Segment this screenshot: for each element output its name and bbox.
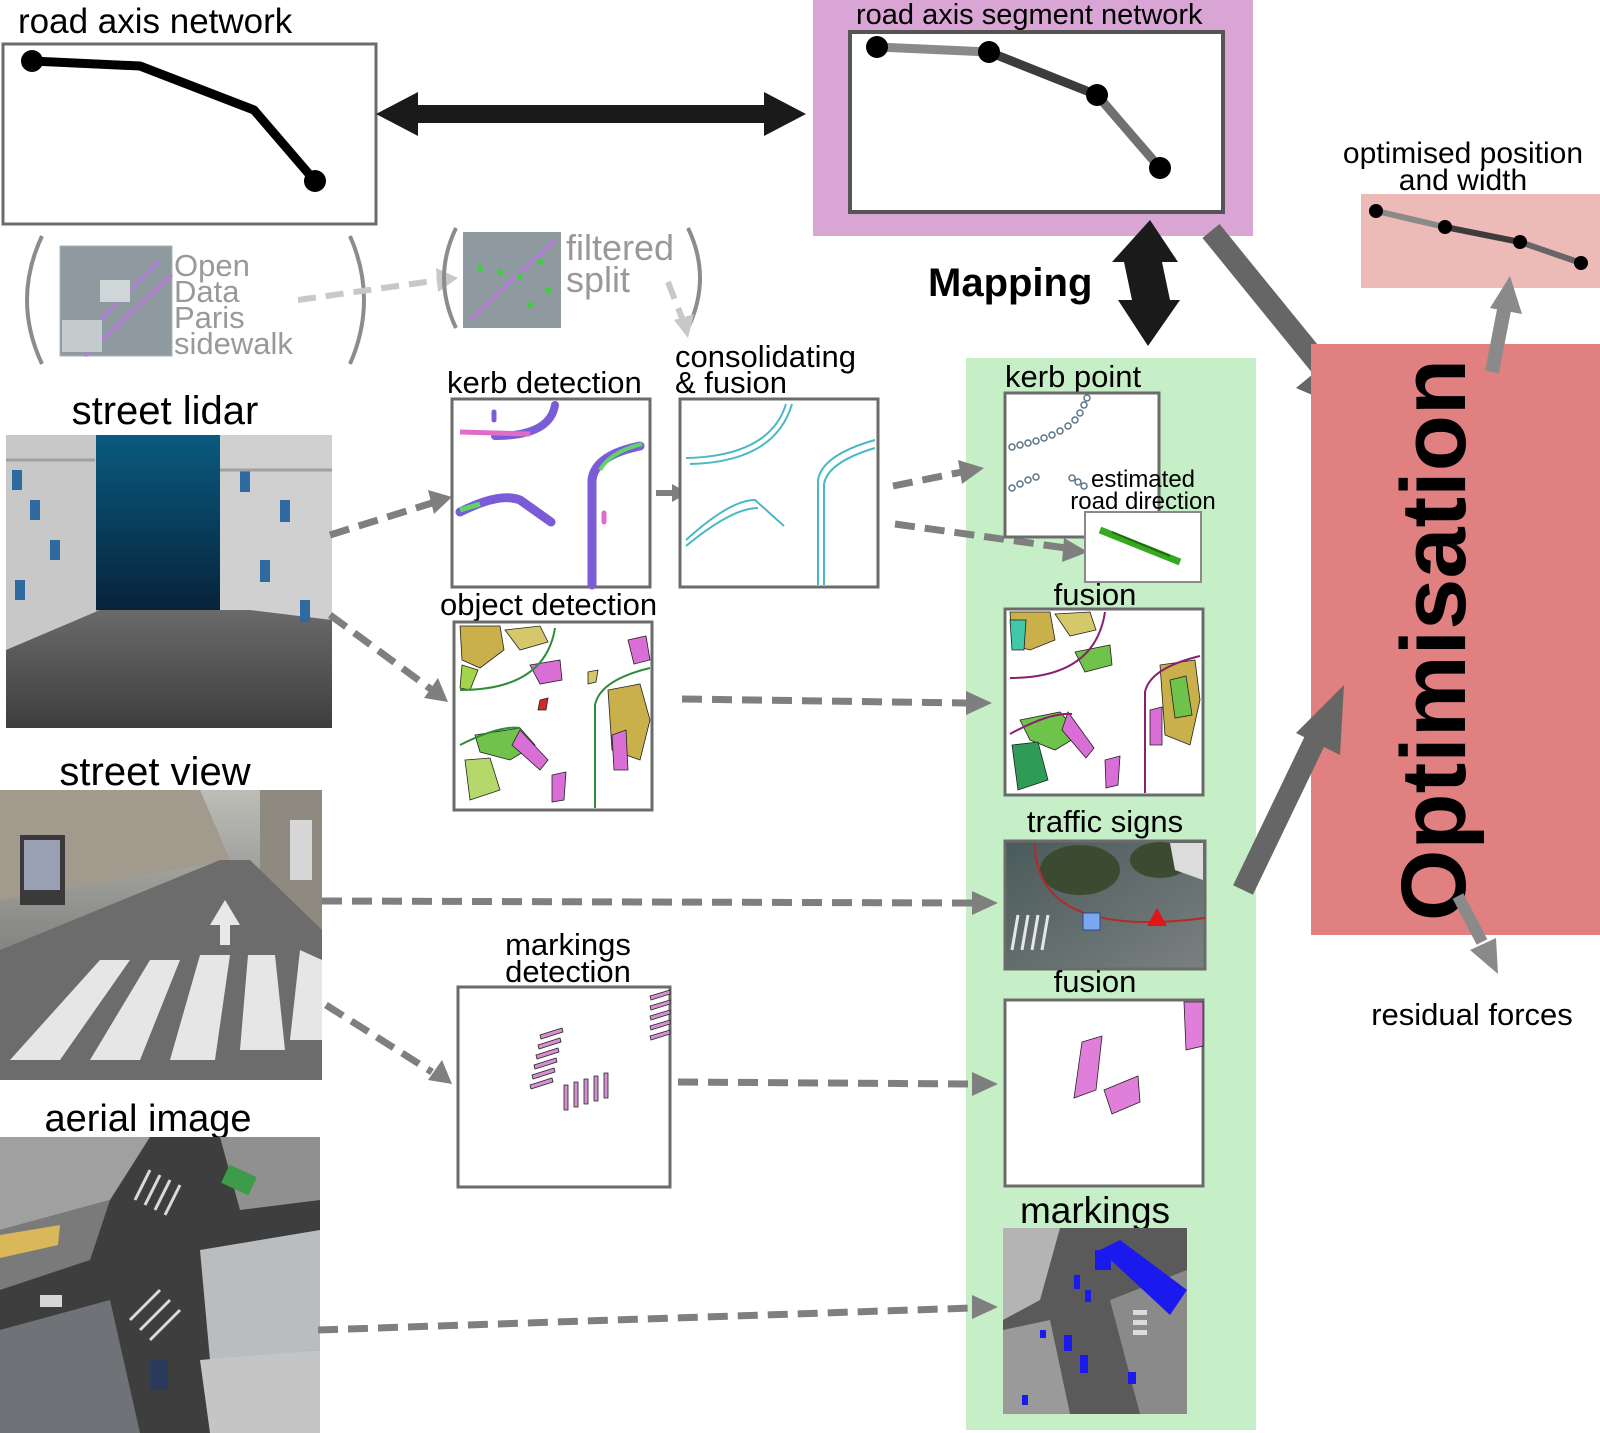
kerb-detection-lines — [455, 401, 645, 590]
arrow-mapping-to-optimisation — [1233, 685, 1344, 895]
road-direction-glyph — [1098, 526, 1182, 566]
traffic-sign-triangle-icon — [1147, 908, 1167, 926]
optimised-polyline — [1369, 204, 1588, 270]
arrow-object-to-fusion — [681, 691, 992, 715]
optimised-label-line2: and width — [1399, 164, 1527, 197]
arrow-consolidating-to-roaddir — [894, 520, 1088, 562]
consolidating-title-line1: consolidating — [675, 339, 856, 374]
markings-title: markings — [1020, 1190, 1170, 1231]
kerb-point-title: kerb point — [1005, 359, 1142, 394]
object-detection-kerbs — [459, 627, 651, 808]
kerb-point-dots — [1008, 394, 1091, 492]
segment-polyline — [866, 36, 1171, 179]
open-data-word-4: sidewalk — [174, 326, 293, 361]
optimisation-title: Optimisation — [1383, 359, 1485, 921]
road-axis-network-panel — [1, 42, 378, 226]
aerial-image-title: aerial image — [45, 1098, 252, 1140]
markings-detection-stripes — [529, 989, 671, 1111]
road-axis-polyline — [21, 50, 326, 192]
open-data-group: Open Data Paris sidewalk — [25, 235, 366, 365]
road-direction-label-line2: road direction — [1070, 488, 1215, 515]
arrow-opendata-to-filtered — [297, 268, 458, 303]
fusion-2-title: fusion — [1054, 964, 1137, 999]
mapping-label: Mapping — [928, 261, 1092, 305]
consolidating-title-line2: & fusion — [675, 365, 787, 400]
arrow-markingsdet-to-fusion — [677, 1072, 998, 1096]
markings-detection-title-line1: markings — [505, 927, 631, 962]
road-axis-network-title: road axis network — [18, 2, 293, 41]
open-data-word-1: Open — [174, 248, 250, 283]
traffic-signs-title: traffic signs — [1027, 804, 1183, 839]
filtered-word-2: split — [566, 259, 630, 300]
kerb-detection-panel — [450, 397, 652, 589]
double-arrow-networks — [376, 92, 806, 136]
optimisation-panel — [1311, 344, 1600, 935]
arrow-lidar-to-object — [327, 612, 448, 702]
traffic-sign-square-icon — [1082, 912, 1101, 931]
fusion-1-kerbs — [1009, 611, 1201, 793]
street-lidar-image — [6, 435, 332, 728]
arrow-filtered-to-consolidating — [665, 280, 694, 338]
consolidated-kerb-lines — [685, 403, 876, 585]
street-view-image — [0, 790, 322, 1080]
optimised-panel — [1361, 194, 1600, 288]
kerb-detection-title: kerb detection — [447, 365, 642, 400]
traffic-signs-scene — [1010, 842, 1206, 951]
open-data-word-3: Paris — [174, 300, 245, 335]
arrow-optimisation-to-residual — [1452, 893, 1498, 974]
consolidating-panel — [678, 397, 880, 589]
fusion-2-panel — [1003, 998, 1205, 1188]
residual-forces-label: residual forces — [1371, 997, 1573, 1032]
markings-image — [1003, 1228, 1187, 1414]
arrow-streetview-to-markings — [324, 1002, 452, 1084]
object-detection-blobs — [459, 625, 651, 803]
street-lidar-title: street lidar — [72, 389, 259, 433]
arrow-optimisation-to-optimised — [1485, 276, 1522, 374]
filtered-word-1: filtered — [566, 227, 674, 268]
optimised-label-line1: optimised position — [1343, 137, 1583, 170]
arrow-lidar-to-kerb — [328, 490, 452, 539]
segment-network-frame — [848, 30, 1225, 214]
street-view-title: street view — [59, 750, 250, 794]
arrow-aerial-to-markings — [317, 1295, 998, 1334]
arrow-consolidating-to-kerbpoint — [892, 460, 984, 490]
fusion-2-markings — [1073, 1001, 1204, 1115]
fusion-1-title: fusion — [1054, 577, 1137, 612]
markings-detection-title-line2: detection — [505, 954, 631, 989]
road-axis-segment-network-title: road axis segment network — [856, 0, 1203, 31]
arrow-streetview-to-traffic — [321, 891, 998, 915]
aerial-image — [0, 1137, 320, 1433]
open-data-word-2: Data — [174, 274, 240, 309]
object-detection-title: object detection — [440, 587, 657, 622]
filtered-group: filtered split — [442, 227, 702, 329]
mapping-double-arrow — [1112, 220, 1180, 346]
road-direction-label-line1: estimated — [1091, 466, 1195, 493]
